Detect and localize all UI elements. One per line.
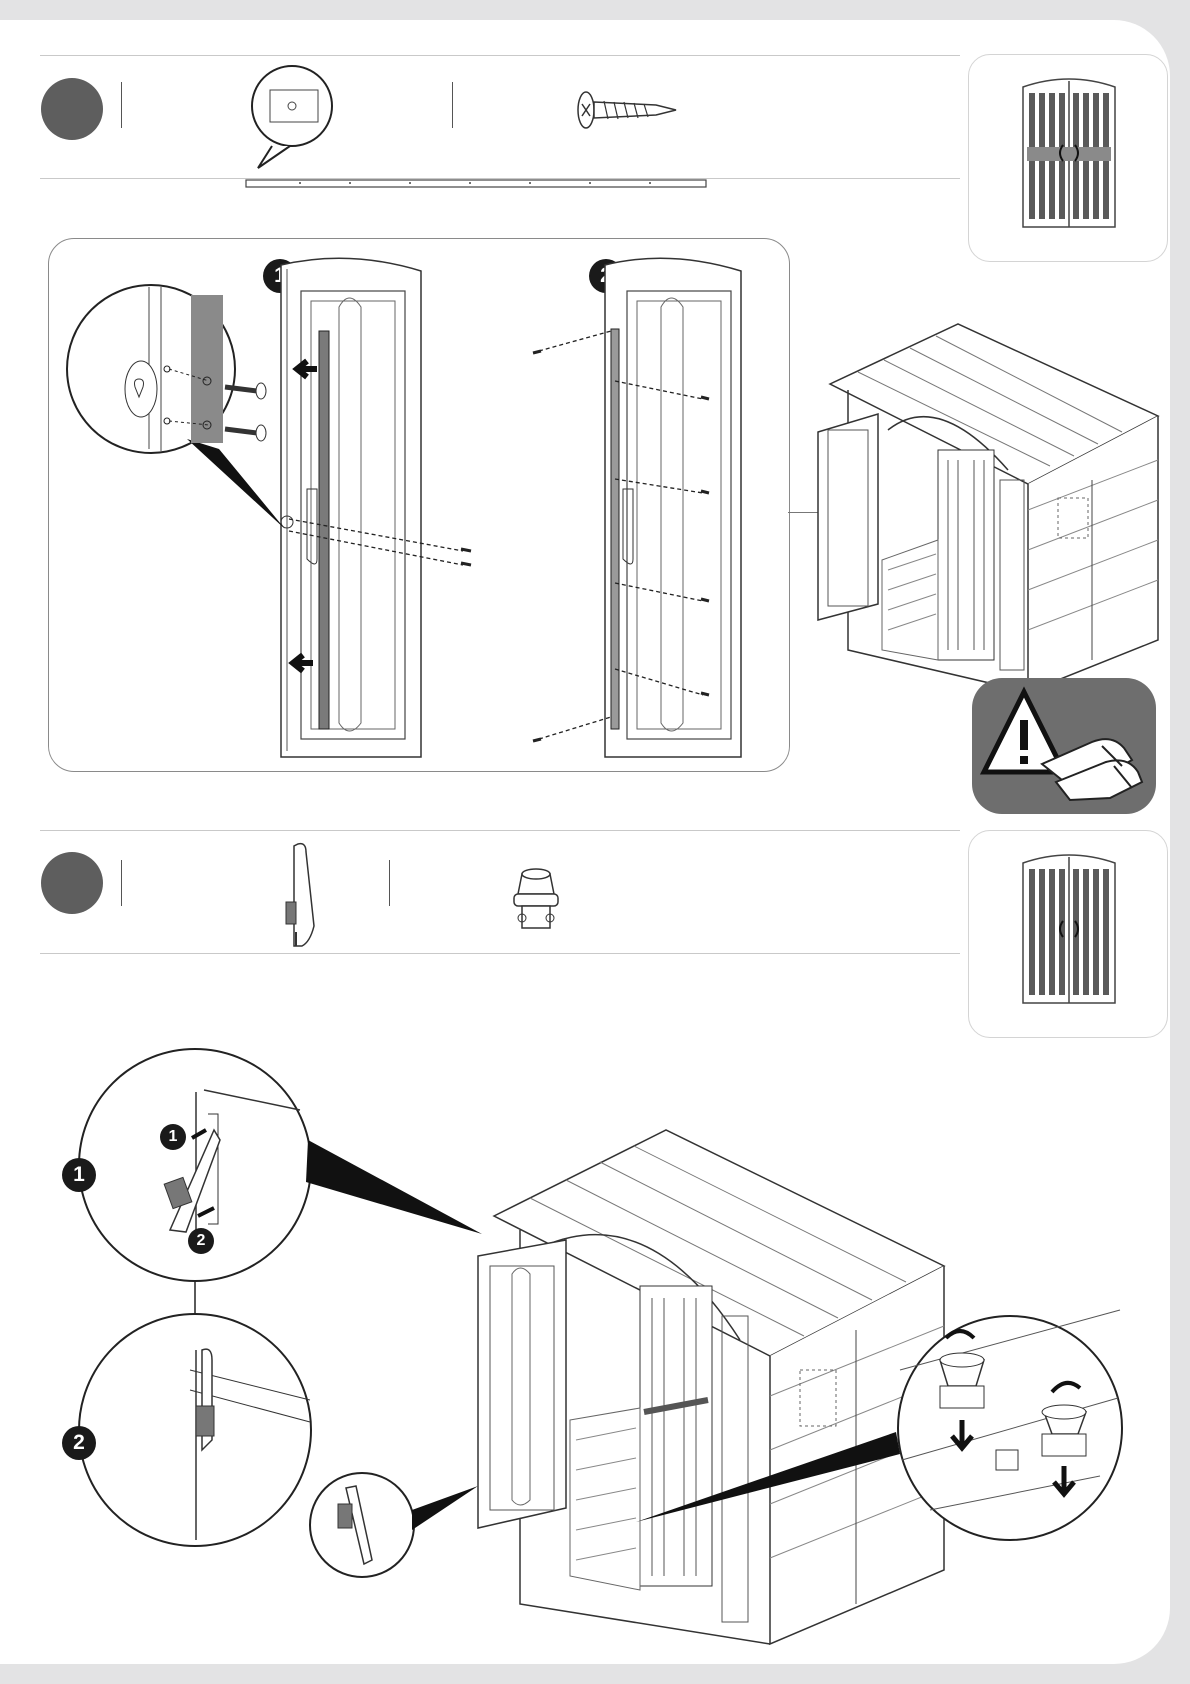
callout-number: 1: [160, 1124, 186, 1150]
latch-and-plug-illustration: [0, 20, 1170, 1664]
callout-number: 2: [188, 1228, 214, 1254]
callout-number: 2: [62, 1426, 96, 1460]
instruction-page: 1 2: [0, 20, 1170, 1664]
callout-number: 1: [62, 1158, 96, 1192]
